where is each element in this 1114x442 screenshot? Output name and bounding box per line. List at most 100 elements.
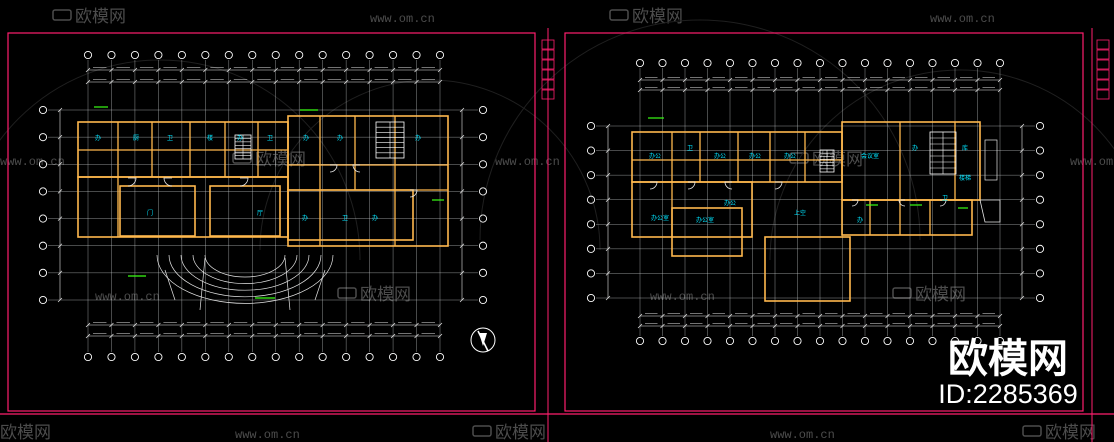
dimension-tick [605,148,611,153]
dimension-tick [203,79,208,85]
axis-bubble [478,133,488,142]
dimension-tick [975,87,980,93]
dimension-tick [1019,246,1025,252]
watermark-url: www.om.cn [95,290,160,304]
dimension-tick [1019,123,1025,129]
dimension-tick [817,77,823,83]
dimension-tick [203,322,208,328]
door-swing [352,164,361,173]
dimension-tick [57,270,63,276]
axis-bubble [703,336,712,346]
title-block-cell [1096,59,1110,70]
axis-bubble [435,352,445,362]
axis-bubble [928,336,937,346]
dimension-tick [437,322,443,328]
dimension-tick [862,313,868,319]
watermark-arc [479,19,921,241]
dimension-tick [930,87,935,93]
dimension-tick [459,297,465,303]
axis-bubble [1035,244,1045,253]
dimension-tick [390,322,396,328]
dimension-tick [885,323,890,329]
axis-bubble [703,58,712,68]
logo-id-text: ID:2285369 [938,379,1078,409]
dimension-tick [156,79,161,85]
axis-bubble [680,336,690,346]
axis-bubble [995,58,1005,68]
dimension-tick [605,197,611,202]
axis-bubble [928,58,937,68]
dimension-tick [459,243,465,248]
watermark-brand: 欧模网 [915,285,966,305]
dimension-tick [57,189,63,194]
dimension-tick [660,323,665,329]
axis-bubble [295,50,304,60]
room-label: 办 [95,134,101,142]
watermark-arc [259,79,601,251]
dimension-tick [273,322,278,328]
title-block-cell [1096,79,1110,90]
room-label: 办 [912,144,918,152]
door-swing [774,181,783,190]
dimension-tick [952,323,958,329]
dimension-tick [1019,271,1025,276]
axis-bubble [815,336,825,346]
dimension-tick [885,313,890,319]
dimension-tick [109,79,114,85]
watermark-brand: 欧模网 [0,423,51,442]
dimension-tick [795,77,800,83]
axis-bubble [586,220,596,229]
axis-bubble [201,50,210,60]
dimension-tick [343,322,349,328]
dimension-tick [57,216,63,221]
axis-bubble [38,187,48,196]
dimension-tick [705,87,710,93]
dimension-tick [179,333,185,339]
axis-bubble [680,58,690,68]
dimension-tick [795,323,800,329]
room-label: 厅 [257,210,263,217]
dimension-tick [459,216,465,221]
axis-bubble [38,268,48,277]
axis-bubble [586,171,596,180]
door-swing [898,199,906,207]
dimension-tick [85,67,91,73]
axis-bubble [38,105,48,115]
dimension-tick [367,79,372,85]
room-label: 卫 [167,135,173,142]
axis-bubble [1035,195,1045,204]
room-label: 卫 [342,215,348,222]
axis-bubble [224,352,233,362]
dimension-tick [414,67,419,73]
door-swing [163,177,173,187]
title-block-cell [541,89,555,100]
logo-brand-text: 欧模网 [948,336,1068,382]
watermark-url: www.om.cn [770,428,835,442]
dimension-tick [320,333,325,339]
watermark-brand: 欧模网 [255,150,306,170]
dimension-tick [975,323,980,329]
dimension-tick [795,313,800,319]
axis-bubble [748,336,757,346]
axis-bubble [793,336,802,346]
dimension-tick [437,67,443,73]
room-label: 办公 [784,152,796,160]
dimension-tick [637,77,643,83]
axis-bubble [815,58,825,68]
sheet-border-2 [564,32,1084,412]
room-label: 办 [857,216,863,224]
axis-bubble [725,336,735,346]
watermark-mark [52,9,72,21]
dimension-tick [109,322,114,328]
room-label: 办公室 [696,216,714,224]
room-label: 楼梯 [959,174,971,182]
axis-bubble [860,336,870,346]
dimension-tick [750,87,755,93]
axis-bubble [748,58,757,68]
axis-bubble [248,50,257,60]
room-label: 卫 [942,195,948,202]
dimension-tick [414,79,419,85]
dimension-tick [907,313,913,319]
dimension-tick [156,67,161,73]
sheet-borders [0,28,1114,442]
